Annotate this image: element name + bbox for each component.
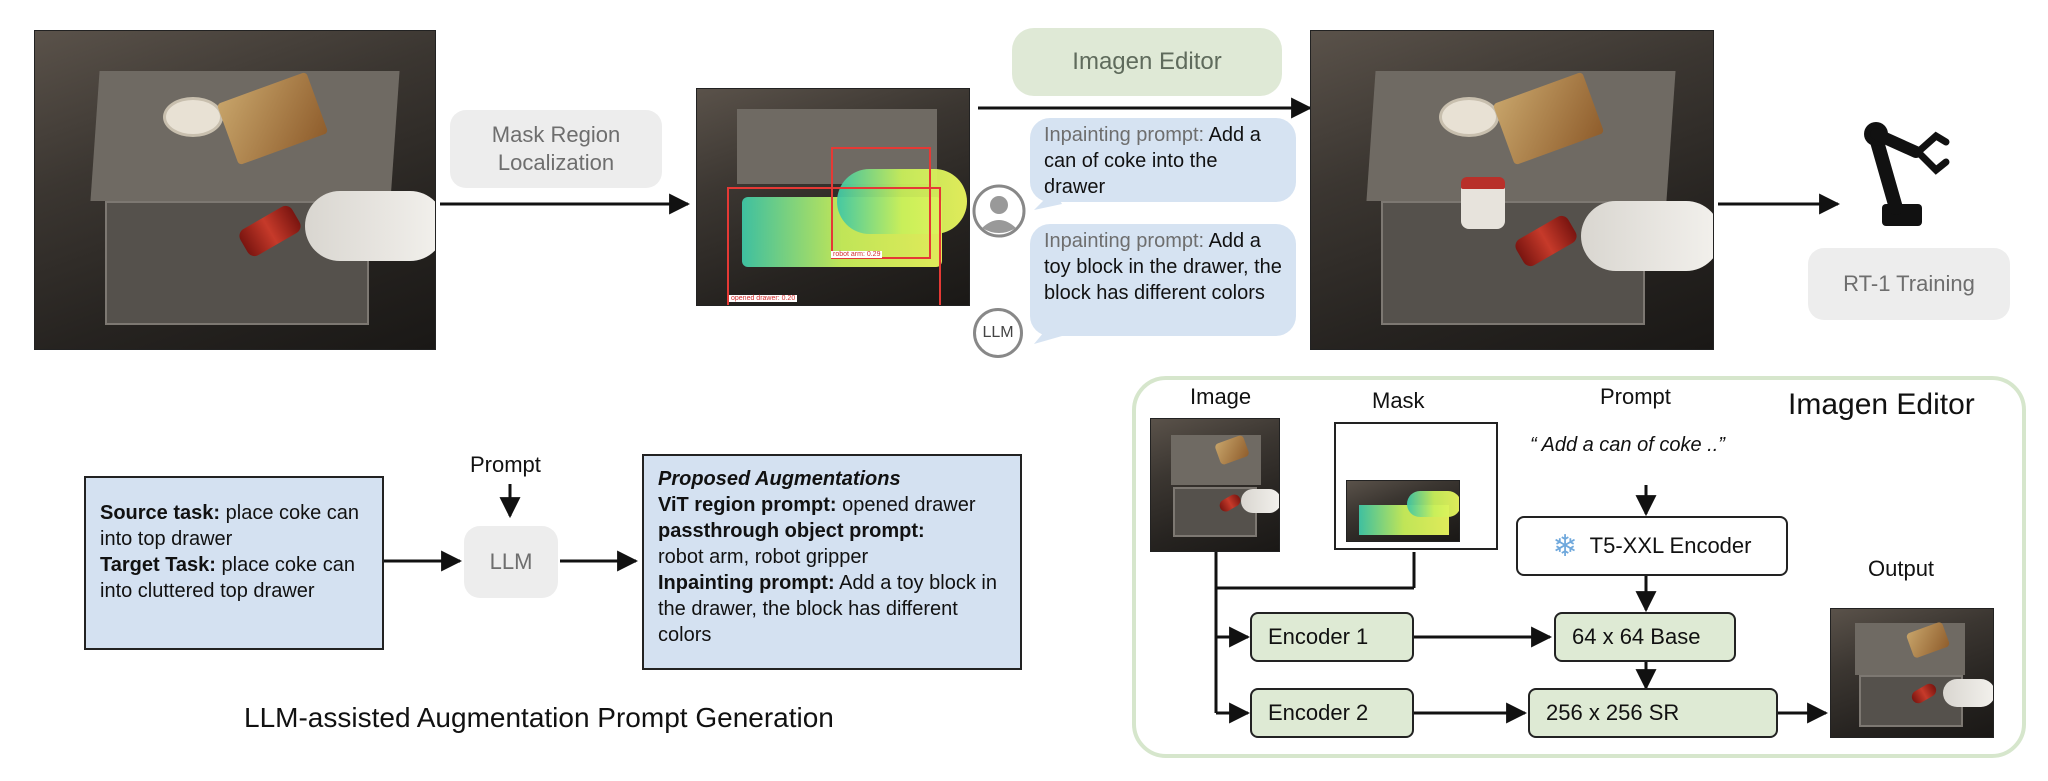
source-task-text: place coke can into top drawer xyxy=(100,502,360,550)
imagen-editor-title: Imagen Editor xyxy=(1788,388,1975,421)
bottom-left-caption: LLM-assisted Augmentation Prompt Generat… xyxy=(244,702,834,733)
inpainted-jar xyxy=(1461,181,1505,229)
proposed-augmentations-card: Proposed Augmentations ViT region prompt… xyxy=(642,454,1022,670)
mask-heatmap-arm xyxy=(837,169,967,234)
llm-box: LLM xyxy=(464,526,558,598)
user-avatar-icon xyxy=(972,184,1026,238)
output-label: Output xyxy=(1868,556,1935,581)
source-task-label: Source task: xyxy=(100,502,221,524)
detection-box-drawer xyxy=(727,187,941,305)
prompt-label-left: Prompt xyxy=(470,452,541,477)
bubble-2-label: Inpainting prompt: xyxy=(1044,230,1205,252)
target-task-text: place coke can into cluttered top drawer xyxy=(100,554,355,602)
mask-region-localization-box: Mask Region Localization xyxy=(450,110,662,188)
mask-thumbnail-photo xyxy=(1346,480,1460,542)
bubble-1-label: Inpainting prompt: xyxy=(1044,124,1205,146)
target-task-label: Target Task: xyxy=(100,554,216,576)
input-image-thumbnail xyxy=(1150,418,1280,552)
encoder-2-label: Encoder 2 xyxy=(1268,700,1369,725)
imagen-editor-pill: Imagen Editor xyxy=(1012,28,1282,96)
augmentations-title: Proposed Augmentations xyxy=(658,468,901,490)
llm-badge-label: LLM xyxy=(982,324,1014,341)
llm-box-label: LLM xyxy=(489,549,533,574)
prompt-text: “ Add a can of coke ..” xyxy=(1530,434,1725,456)
detection-box-robot-arm xyxy=(831,147,931,259)
source-target-card: Source task: place coke can into top dra… xyxy=(84,476,384,650)
edited-photo xyxy=(1310,30,1714,350)
prompt-label-right: Prompt xyxy=(1600,384,1671,409)
encoder-1-box: Encoder 1 xyxy=(1250,612,1414,662)
snowflake-icon: ❄ xyxy=(1552,529,1578,563)
vit-prompt-text: opened drawer xyxy=(842,494,976,516)
encoder-1-label: Encoder 1 xyxy=(1268,624,1369,649)
passthrough-prompt-text: robot arm, robot gripper xyxy=(658,546,869,568)
mask-thumbnail xyxy=(1334,422,1498,550)
llm-badge: LLM xyxy=(973,308,1023,358)
imagen-editor-panel xyxy=(1132,376,2026,758)
vit-prompt-label: ViT region prompt: xyxy=(658,494,837,516)
rt1-training-box: RT-1 Training xyxy=(1808,248,2010,320)
image-label: Image xyxy=(1190,384,1252,409)
source-photo xyxy=(34,30,436,350)
imagen-editor-pill-label: Imagen Editor xyxy=(1072,48,1222,75)
bubble-1-text: Add a can of coke into the drawer xyxy=(1044,124,1261,198)
mask-label: Mask xyxy=(1372,388,1425,413)
inpainting-prompt-label: Inpainting prompt: xyxy=(658,572,835,594)
t5-encoder-box: ❄ T5-XXL Encoder xyxy=(1516,516,1788,576)
rt1-training-label: RT-1 Training xyxy=(1843,271,1975,296)
robot-arm-icon xyxy=(1864,122,1950,226)
bubble-2-text: Add a toy block in the drawer, the block… xyxy=(1044,230,1282,304)
inpainting-prompt-text: Add a toy block in the drawer, the block… xyxy=(658,572,997,646)
mask-photo: robot arm: 0.29 opened drawer: 0.20 xyxy=(696,88,970,306)
detection-tag-drawer: opened drawer: 0.20 xyxy=(729,295,798,302)
sr-256-box: 256 x 256 SR xyxy=(1528,688,1778,738)
sr-256-label: 256 x 256 SR xyxy=(1546,700,1680,725)
encoder-2-box: Encoder 2 xyxy=(1250,688,1414,738)
bubble-tails xyxy=(1034,190,1062,344)
passthrough-prompt-label: passthrough object prompt: xyxy=(658,520,925,542)
t5-encoder-label: T5-XXL Encoder xyxy=(1589,533,1752,558)
mask-region-localization-label: Mask Region Localization xyxy=(491,122,621,175)
base-64-label: 64 x 64 Base xyxy=(1572,624,1701,649)
output-image-thumbnail xyxy=(1830,608,1994,738)
inpainting-bubble-1: Inpainting prompt: Add a can of coke int… xyxy=(1030,118,1296,202)
detection-tag-robot-arm: robot arm: 0.29 xyxy=(831,251,883,258)
inpainting-bubble-2: Inpainting prompt: Add a toy block in th… xyxy=(1030,224,1296,336)
base-64-box: 64 x 64 Base xyxy=(1554,612,1736,662)
